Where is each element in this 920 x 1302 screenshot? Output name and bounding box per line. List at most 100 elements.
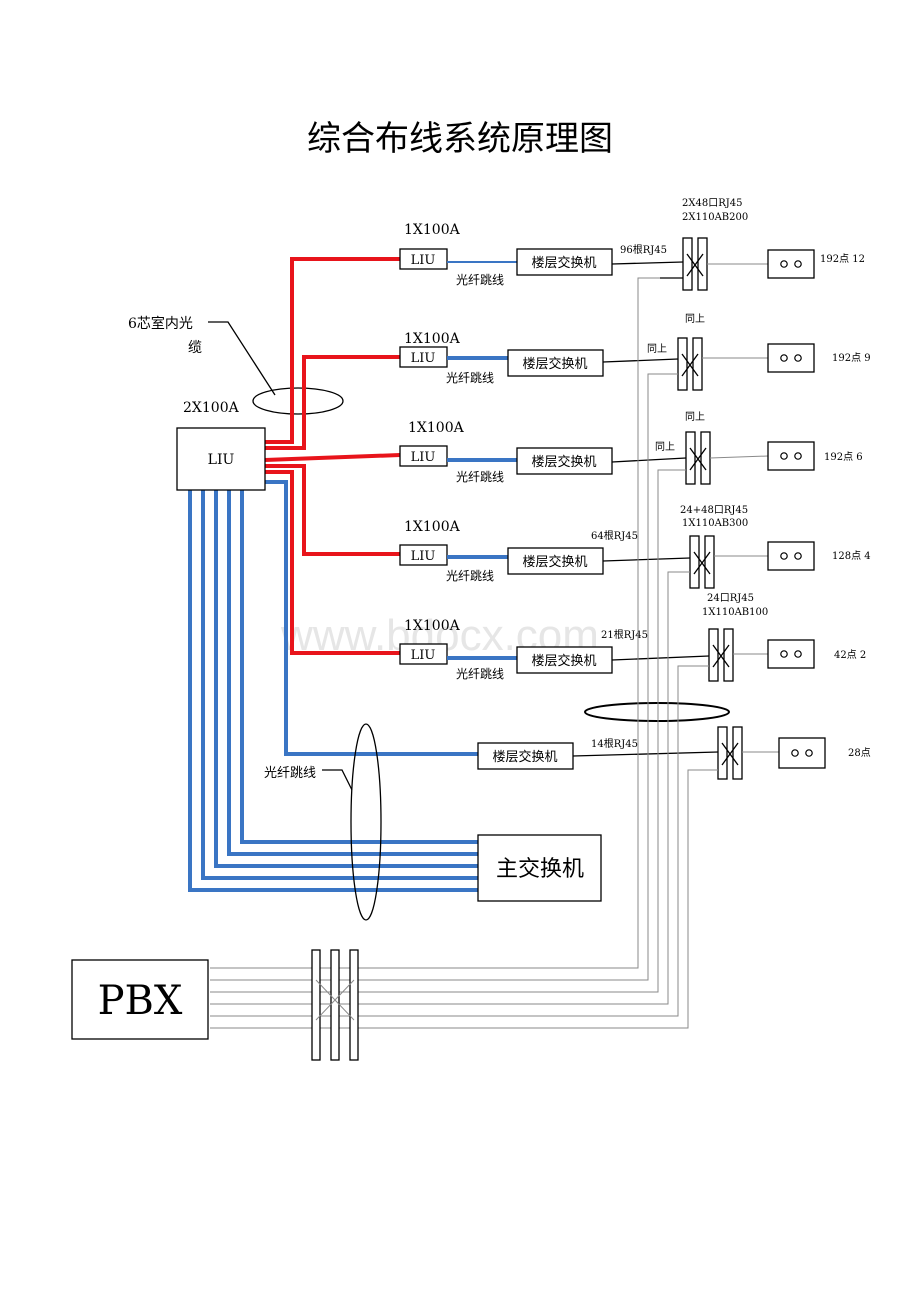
floor-switch-box — [516, 646, 613, 674]
voice-line — [210, 665, 709, 1017]
voice-line-group — [210, 277, 718, 1029]
patch-panel-right — [704, 535, 715, 589]
outlet-port-icon — [780, 260, 788, 268]
branch-liu-label: LIU — [411, 351, 436, 366]
branch-row-5: 1X100A LIU 光纤跳线 楼层交换机 21根RJ45 24口RJ45 1X… — [399, 593, 866, 682]
cable-count-label: 14根RJ45 — [591, 737, 638, 750]
main-switch-box — [477, 834, 602, 902]
panel-note: 同上 — [685, 313, 705, 325]
floor-switch-box — [507, 349, 604, 377]
branch-liu-box — [399, 445, 448, 467]
cross-panel — [311, 949, 321, 1061]
branch-jumper-label: 光纤跳线 — [446, 569, 494, 583]
branch-jumper-label: 光纤跳线 — [456, 470, 504, 484]
panel-note: 2X48口RJ45 — [682, 198, 742, 209]
branch-liu-box — [399, 643, 448, 665]
main-liu-label: LIU — [208, 452, 235, 468]
outlet-port-icon — [794, 354, 802, 362]
cross-panel — [330, 949, 340, 1061]
cable-label-line1: 6芯室内光 — [128, 315, 193, 332]
red-fiber-3 — [264, 453, 401, 462]
blue-fiber-main-2 — [201, 490, 478, 880]
outlet-port-icon — [780, 650, 788, 658]
outlet-port-icon — [780, 552, 788, 560]
voice-line — [210, 769, 718, 1029]
blue-fiber-main-4 — [227, 490, 478, 856]
panel-note: 24口RJ45 — [707, 593, 754, 604]
red-fiber-4 — [265, 464, 400, 556]
panel-note: 同上 — [685, 411, 705, 423]
cable-label-leader — [208, 321, 276, 396]
patch-panel-left — [689, 535, 700, 589]
outlet-line — [709, 455, 769, 459]
points-label: 28点 — [848, 747, 871, 759]
cable-count-label: 21根RJ45 — [601, 628, 648, 641]
outlet-port-icon — [794, 552, 802, 560]
patch-panel-right — [692, 337, 703, 391]
branch-liu-label: LIU — [411, 648, 436, 663]
patch-cross — [681, 353, 699, 377]
cable-count-label: 96根RJ45 — [620, 243, 667, 256]
panel-note-2: 2X110AB200 — [682, 212, 748, 223]
outlet-box — [767, 249, 815, 279]
branch-caption: 1X100A — [404, 618, 461, 634]
branch-jumper-label: 光纤跳线 — [446, 371, 494, 385]
voice-line — [210, 373, 678, 981]
floor-switch-label: 楼层交换机 — [492, 749, 557, 765]
floor-switch-label: 楼层交换机 — [531, 255, 596, 271]
red-fiber-2 — [265, 355, 400, 450]
branch-caption: 1X100A — [404, 519, 461, 535]
panel-note-2: 1X110AB300 — [682, 518, 748, 529]
copper-cable — [572, 751, 719, 757]
copper-cable — [602, 557, 691, 562]
cross-panel — [349, 949, 359, 1061]
floor-switch-box — [516, 447, 613, 475]
patch-panel-left — [682, 237, 693, 291]
patch-cross — [686, 253, 704, 277]
pbx-cross-connect — [311, 949, 359, 1061]
patch-panel-left — [685, 431, 696, 485]
outlet-port-icon — [794, 452, 802, 460]
outlet-port-icon — [780, 354, 788, 362]
blue-fiber-main-5 — [240, 490, 478, 844]
patch-panel-left — [708, 628, 719, 682]
patch-cross — [712, 644, 730, 668]
blue-fiber-main-1 — [188, 490, 478, 892]
panel-note: 24+48口RJ45 — [680, 505, 748, 516]
branch-jumper-label: 光纤跳线 — [456, 667, 504, 681]
copper-cable — [602, 358, 679, 363]
points-label: 192点 9 — [832, 352, 871, 364]
cable-label-line2: 缆 — [188, 340, 202, 356]
branch-caption: 1X100A — [404, 331, 461, 347]
branch-jumper-label: 光纤跳线 — [456, 273, 504, 287]
branch-liu-label: LIU — [411, 549, 436, 564]
branch-row-3: 1X100A LIU 光纤跳线 楼层交换机 同上 同上 192点 6 — [399, 411, 863, 485]
branch-row-4: 1X100A LIU 光纤跳线 楼层交换机 64根RJ45 24+48口RJ45… — [399, 505, 871, 589]
patch-cross — [689, 447, 707, 471]
panel-note-2: 1X110AB100 — [702, 607, 768, 618]
branch-caption: 1X100A — [404, 222, 461, 238]
outlet-port-icon — [794, 650, 802, 658]
branch-row-2: 1X100A LIU 光纤跳线 楼层交换机 同上 同上 192点 9 — [399, 313, 871, 391]
outlet-box — [767, 343, 815, 373]
cable-count-label: 同上 — [655, 441, 675, 453]
floor-switch-label: 楼层交换机 — [522, 554, 587, 570]
outlet-box — [767, 441, 815, 471]
main-liu-box — [176, 427, 266, 491]
main-jumper-ellipse — [350, 723, 382, 921]
branch-row-direct: 楼层交换机 14根RJ45 28点 — [477, 726, 871, 780]
points-label: 128点 4 — [832, 550, 871, 562]
red-fiber-1 — [265, 257, 400, 444]
patch-panel-right — [697, 237, 708, 291]
voice-line — [210, 469, 686, 993]
outlet-port-icon — [780, 452, 788, 460]
patch-panel-right — [700, 431, 711, 485]
outlet-port-icon — [794, 260, 802, 268]
outlet-box — [767, 541, 815, 571]
patch-cross — [693, 551, 711, 575]
patch-cross — [721, 742, 739, 766]
points-label: 42点 2 — [834, 649, 866, 661]
blue-fiber-main-3 — [214, 490, 478, 868]
page-title: 综合布线系统原理图 — [307, 119, 613, 159]
